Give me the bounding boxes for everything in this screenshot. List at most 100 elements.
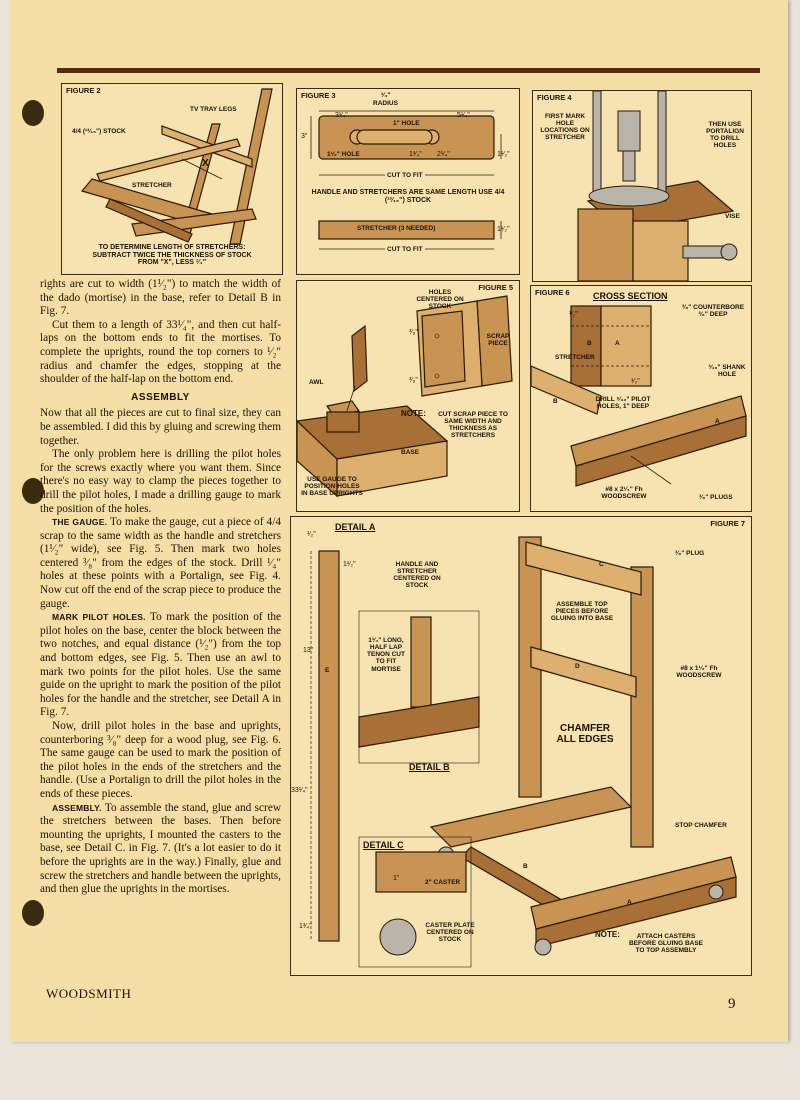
paragraph-7: Now, drill pilot holes in the base and u… <box>40 720 281 800</box>
handle-drawing <box>310 110 502 250</box>
label-dim-13: 13" <box>303 647 314 654</box>
figure-2-caption: TO DETERMINE LENGTH OF STRETCHERS: SUBTR… <box>92 244 252 267</box>
label-dim-3: 3" <box>301 133 308 140</box>
label-radius-value: ³⁄₄" <box>381 92 391 99</box>
label-dim-134: 1³⁄₄" <box>299 923 312 930</box>
label-a: A <box>627 899 632 906</box>
label-d: D <box>575 663 580 670</box>
label-cut-to-fit-2: CUT TO FIT <box>385 246 425 254</box>
label-dim-2: ¹⁄₂" <box>631 378 640 385</box>
label-caster: 2" CASTER <box>425 879 461 886</box>
article-text: rights are cut to width (1¹⁄₂") to match… <box>40 278 281 897</box>
label-dim-2: 5¹⁄₄" <box>457 112 470 119</box>
label-woodscrew: #8 x 1¹⁄₂" Fh WOODSCREW <box>676 665 722 680</box>
label-x: X <box>202 158 209 169</box>
label-drill: DRILL ⁵⁄₃₂" PILOT HOLES, 1" DEEP <box>595 396 651 411</box>
label-dim-5: 2¹⁄₄" <box>437 151 450 158</box>
label-note-text: CUT SCRAP PIECE TO SAME WIDTH AND THICKN… <box>438 411 508 440</box>
label-dim-6: 1¹⁄₂" <box>497 151 510 158</box>
figure-6-title: FIGURE 6 <box>535 288 570 297</box>
label-dim-33: 33¹⁄₄" <box>291 787 308 794</box>
label-cut-to-fit-1: CUT TO FIT <box>385 172 425 180</box>
label-assemble: ASSEMBLE TOP PIECES BEFORE GLUING INTO B… <box>550 601 614 623</box>
label-shank-hole: ³⁄₁₆" SHANK HOLE <box>708 364 746 379</box>
figure-5-title: FIGURE 5 <box>478 283 513 292</box>
heading-assembly: ASSEMBLY <box>131 391 190 403</box>
label-hole-1: 1" HOLE <box>393 120 420 127</box>
figure-7: FIGURE 7 DETAIL A ¹⁄₂" 1¹⁄₂" HANDLE AND … <box>290 516 752 976</box>
label-b2: B <box>553 398 558 405</box>
label-cross-section: CROSS SECTION <box>593 291 668 301</box>
label-stretcher-3-needed: STRETCHER (3 NEEDED) <box>357 225 436 232</box>
paragraph-1: rights are cut to width (1¹⁄₂") to match… <box>40 278 281 318</box>
label-note: NOTE: <box>401 409 426 418</box>
label-a2: A <box>715 418 720 425</box>
paragraph-3: Now that all the pieces are cut to final… <box>40 407 281 447</box>
label-vise: VISE <box>725 213 740 220</box>
label-dim-1: 1" <box>393 875 400 882</box>
paragraph-4: The only problem here is drilling the pi… <box>40 448 281 515</box>
punch-hole-top <box>22 100 44 126</box>
tv-tray-drawing <box>80 88 273 245</box>
figure-3-note: HANDLE AND STRETCHERS ARE SAME LENGTH US… <box>311 189 505 204</box>
paragraph-6: To mark the position of the pilot holes … <box>40 611 282 719</box>
label-awl: AWL <box>309 379 324 386</box>
label-note: NOTE: <box>595 930 620 939</box>
label-e: E <box>325 667 330 674</box>
page-number: 9 <box>728 996 736 1012</box>
figure-2: FIGURE 2 TV TRAY LEGS 4/4 (¹³⁄₁₆") STOCK… <box>61 83 283 275</box>
figure-4-title: FIGURE 4 <box>537 93 572 102</box>
label-plug: ³⁄₈" PLUG <box>675 550 705 557</box>
label-holes-centered: HOLES CENTERED ON STOCK <box>416 289 464 311</box>
label-a1: A <box>615 340 620 347</box>
label-dim-1: ³⁄₈" <box>409 329 418 336</box>
figure-2-title: FIGURE 2 <box>66 86 101 95</box>
label-woodscrew: #8 x 2¹⁄₄" Fh WOODSCREW <box>601 486 647 501</box>
figure-6: FIGURE 6 CROSS SECTION ¹⁄₂" ³⁄₈" COUNTER… <box>530 285 752 512</box>
punch-hole-bottom <box>22 900 44 926</box>
label-plugs: ³⁄₈" PLUGS <box>699 494 733 501</box>
label-tenon: 1³⁄₄" LONG, HALF LAP TENON CUT TO FIT MO… <box>367 637 405 673</box>
label-dim-4: 1³⁄₄" <box>409 151 422 158</box>
label-stretcher: STRETCHER <box>132 182 172 189</box>
label-radius: RADIUS <box>373 100 398 107</box>
label-stock: 4/4 (¹³⁄₁₆") STOCK <box>72 128 126 135</box>
label-dim-7: 1¹⁄₂" <box>497 226 510 233</box>
label-chamfer: CHAMFER ALL EDGES <box>556 723 614 745</box>
paragraph-5: To make the gauge, cut a piece of 4/4 sc… <box>40 516 281 610</box>
label-dim-1half: 1¹⁄₂" <box>343 561 356 568</box>
label-stretcher: STRETCHER <box>555 354 595 361</box>
label-dim-half: ¹⁄₂" <box>307 531 316 538</box>
gauge-drawing <box>297 295 513 498</box>
runin-gauge: THE GAUGE. <box>52 517 108 528</box>
label-then-use-portalign: THEN USE PORTALIGN TO DRILL HOLES <box>706 121 744 150</box>
label-b1: B <box>587 340 592 347</box>
figure-3-title: FIGURE 3 <box>301 91 336 100</box>
label-detail-c: DETAIL C <box>363 840 404 850</box>
label-b: B <box>523 863 528 870</box>
paragraph-2: Cut them to a length of 33¹⁄₄", and then… <box>40 318 281 386</box>
label-note-text: ATTACH CASTERS BEFORE GLUING BASE TO TOP… <box>628 933 704 955</box>
runin-pilot-holes: MARK PILOT HOLES. <box>52 612 146 623</box>
label-detail-a: DETAIL A <box>335 522 376 532</box>
paragraph-8: To assemble the stand, glue and screw th… <box>40 801 281 896</box>
top-rule <box>57 68 760 73</box>
label-use-gauge: USE GAUGE TO POSITION HOLES IN BASE UPRI… <box>301 476 363 498</box>
label-detail-b: DETAIL B <box>409 762 450 772</box>
cross-section-drawing <box>531 305 747 487</box>
publication-name: WOODSMITH <box>46 986 132 1001</box>
label-tv-tray-legs: TV TRAY LEGS <box>190 106 237 113</box>
figure-3: FIGURE 3 ³⁄₄" RADIUS 3¹⁄₄" 1" HOLE 5¹⁄₄"… <box>296 88 520 275</box>
runin-assembly: ASSEMBLY. <box>52 802 102 813</box>
punch-hole-middle <box>22 478 44 504</box>
figure-5: FIGURE 5 HOLES CENTERED ON STOCK SCRAP P… <box>296 280 520 512</box>
portalign-drawing <box>577 91 738 281</box>
label-counterbore: ³⁄₈" COUNTERBORE ³⁄₈" DEEP <box>681 304 745 319</box>
label-scrap-piece: SCRAP PIECE <box>486 333 510 348</box>
stand-drawing <box>310 536 737 968</box>
label-dim-2: ³⁄₈" <box>409 377 418 384</box>
figure-4: FIGURE 4 FIRST MARK HOLE LOCATIONS ON ST… <box>532 90 752 282</box>
label-hole-2: 1¹⁄₂" HOLE <box>327 151 360 158</box>
label-base: BASE <box>401 449 420 456</box>
label-c: C <box>599 561 604 568</box>
